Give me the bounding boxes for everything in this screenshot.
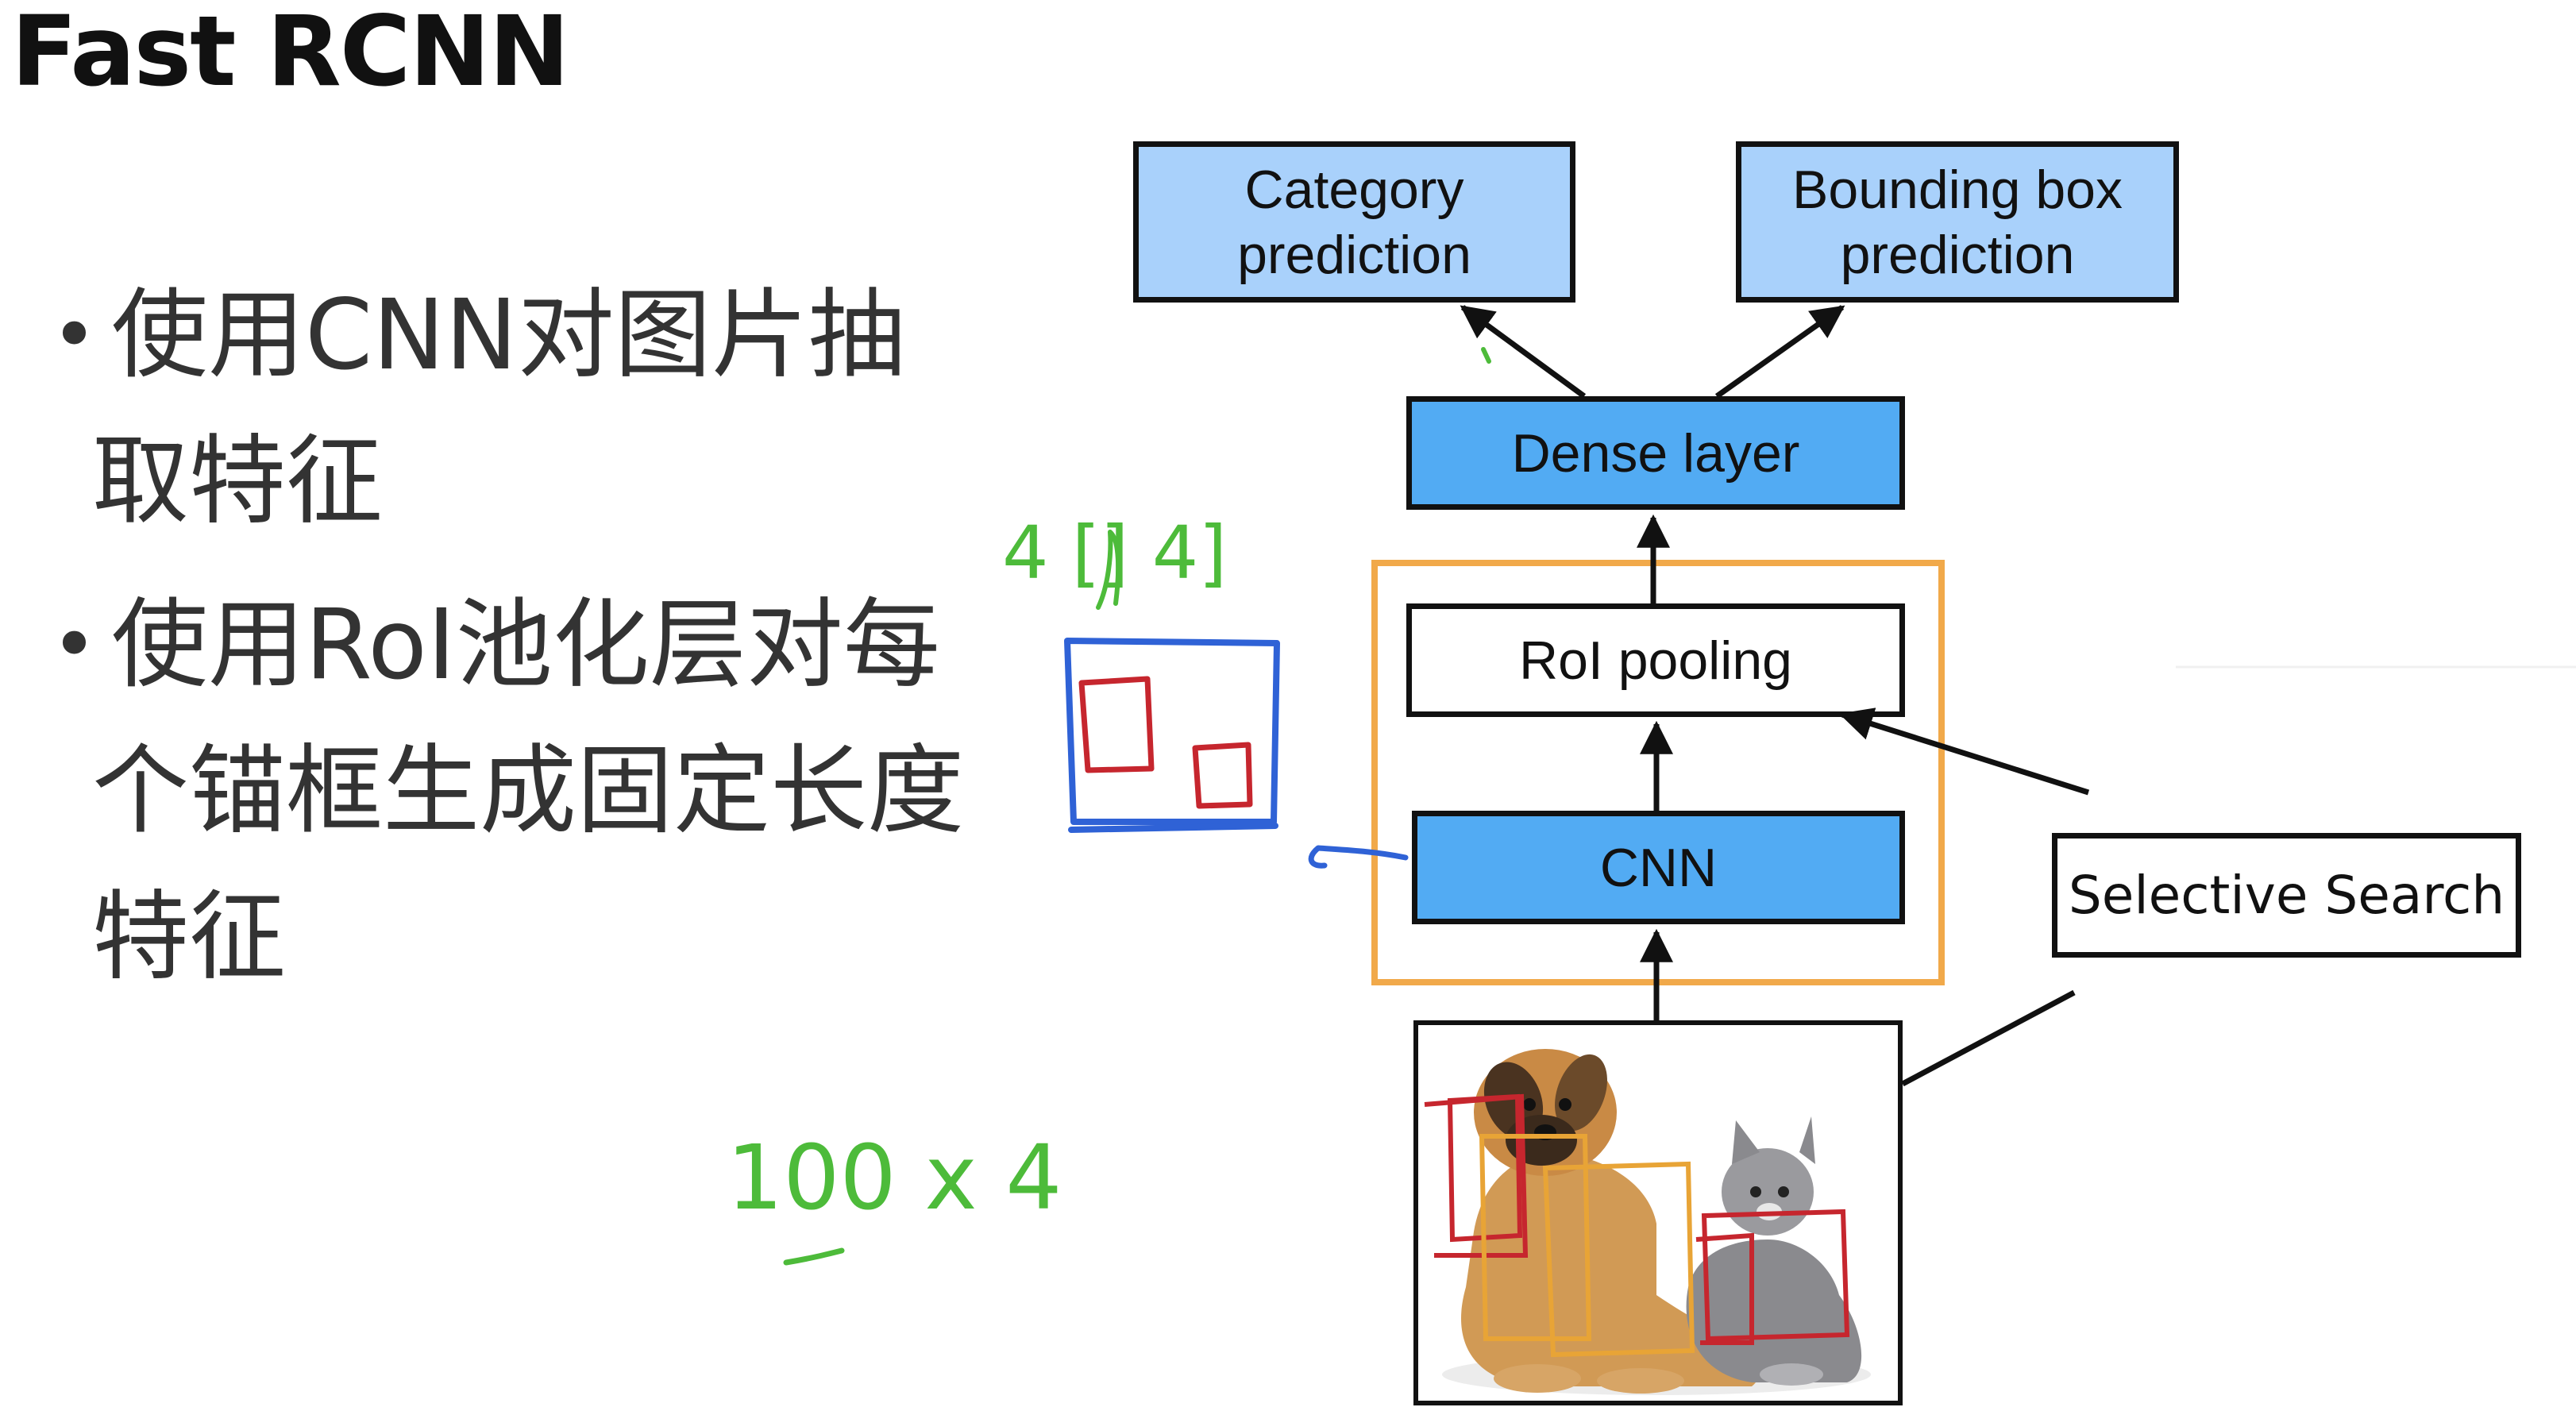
dense-to-bbox-arrow — [1714, 305, 1845, 399]
dense-to-category-arrow — [1460, 305, 1587, 399]
dense-layer-label: Dense layer — [1511, 422, 1800, 484]
input-image — [1413, 1020, 1903, 1405]
annotation-shape: 4 [] 4] — [1002, 511, 1227, 596]
bullet-text-line: 使用CNN对图片抽 — [111, 279, 905, 391]
feature-map-sketch — [783, 347, 1491, 1266]
slide-title: Fast RCNN — [11, 0, 570, 108]
category-prediction-label-line1: Category — [1244, 159, 1464, 220]
bullet-text-line: 使用RoI池化层对每 — [111, 588, 940, 701]
selective-search-to-roi-arrow — [1838, 707, 2090, 796]
annotation-size: 100 x 4 — [727, 1127, 1062, 1230]
category-prediction-label-line2: prediction — [1237, 224, 1471, 285]
image-to-selective-search-line — [1901, 989, 2076, 1087]
bullet-item: • 使用RoI池化层对每 个锚框生成固定长度 特征 — [40, 572, 1064, 1010]
selective-search-box: Selective Search — [2052, 833, 2521, 958]
bullet-text-line: 取特征 — [92, 425, 383, 538]
roi-pooling-label: RoI pooling — [1518, 630, 1793, 691]
bullet-text-line: 个锚框生成固定长度 — [92, 734, 964, 847]
diagram-arrows — [1460, 305, 2090, 1087]
roi-pooling-box: RoI pooling — [1406, 603, 1905, 717]
bbox-prediction-label-line2: prediction — [1840, 224, 2075, 285]
category-prediction-box: Category prediction — [1133, 141, 1575, 303]
cnn-box: CNN — [1412, 811, 1905, 924]
cnn-label: CNN — [1599, 837, 1718, 898]
bullet-list: • 使用CNN对图片抽 取特征 • 使用RoI池化层对每 个锚框生成固定长度 特… — [40, 262, 1064, 1027]
dog-and-cat-illustration — [1424, 1049, 1871, 1395]
bullet-dot: • — [51, 288, 98, 381]
dense-layer-box: Dense layer — [1406, 396, 1905, 510]
bounding-box-prediction-box: Bounding box prediction — [1736, 141, 2179, 303]
bullet-item: • 使用CNN对图片抽 取特征 — [40, 262, 1064, 554]
selective-search-label: Selective Search — [2068, 865, 2505, 926]
bullet-text-line: 特征 — [92, 881, 286, 993]
bbox-prediction-label-line1: Bounding box — [1792, 159, 2123, 220]
bullet-dot: • — [51, 598, 98, 691]
